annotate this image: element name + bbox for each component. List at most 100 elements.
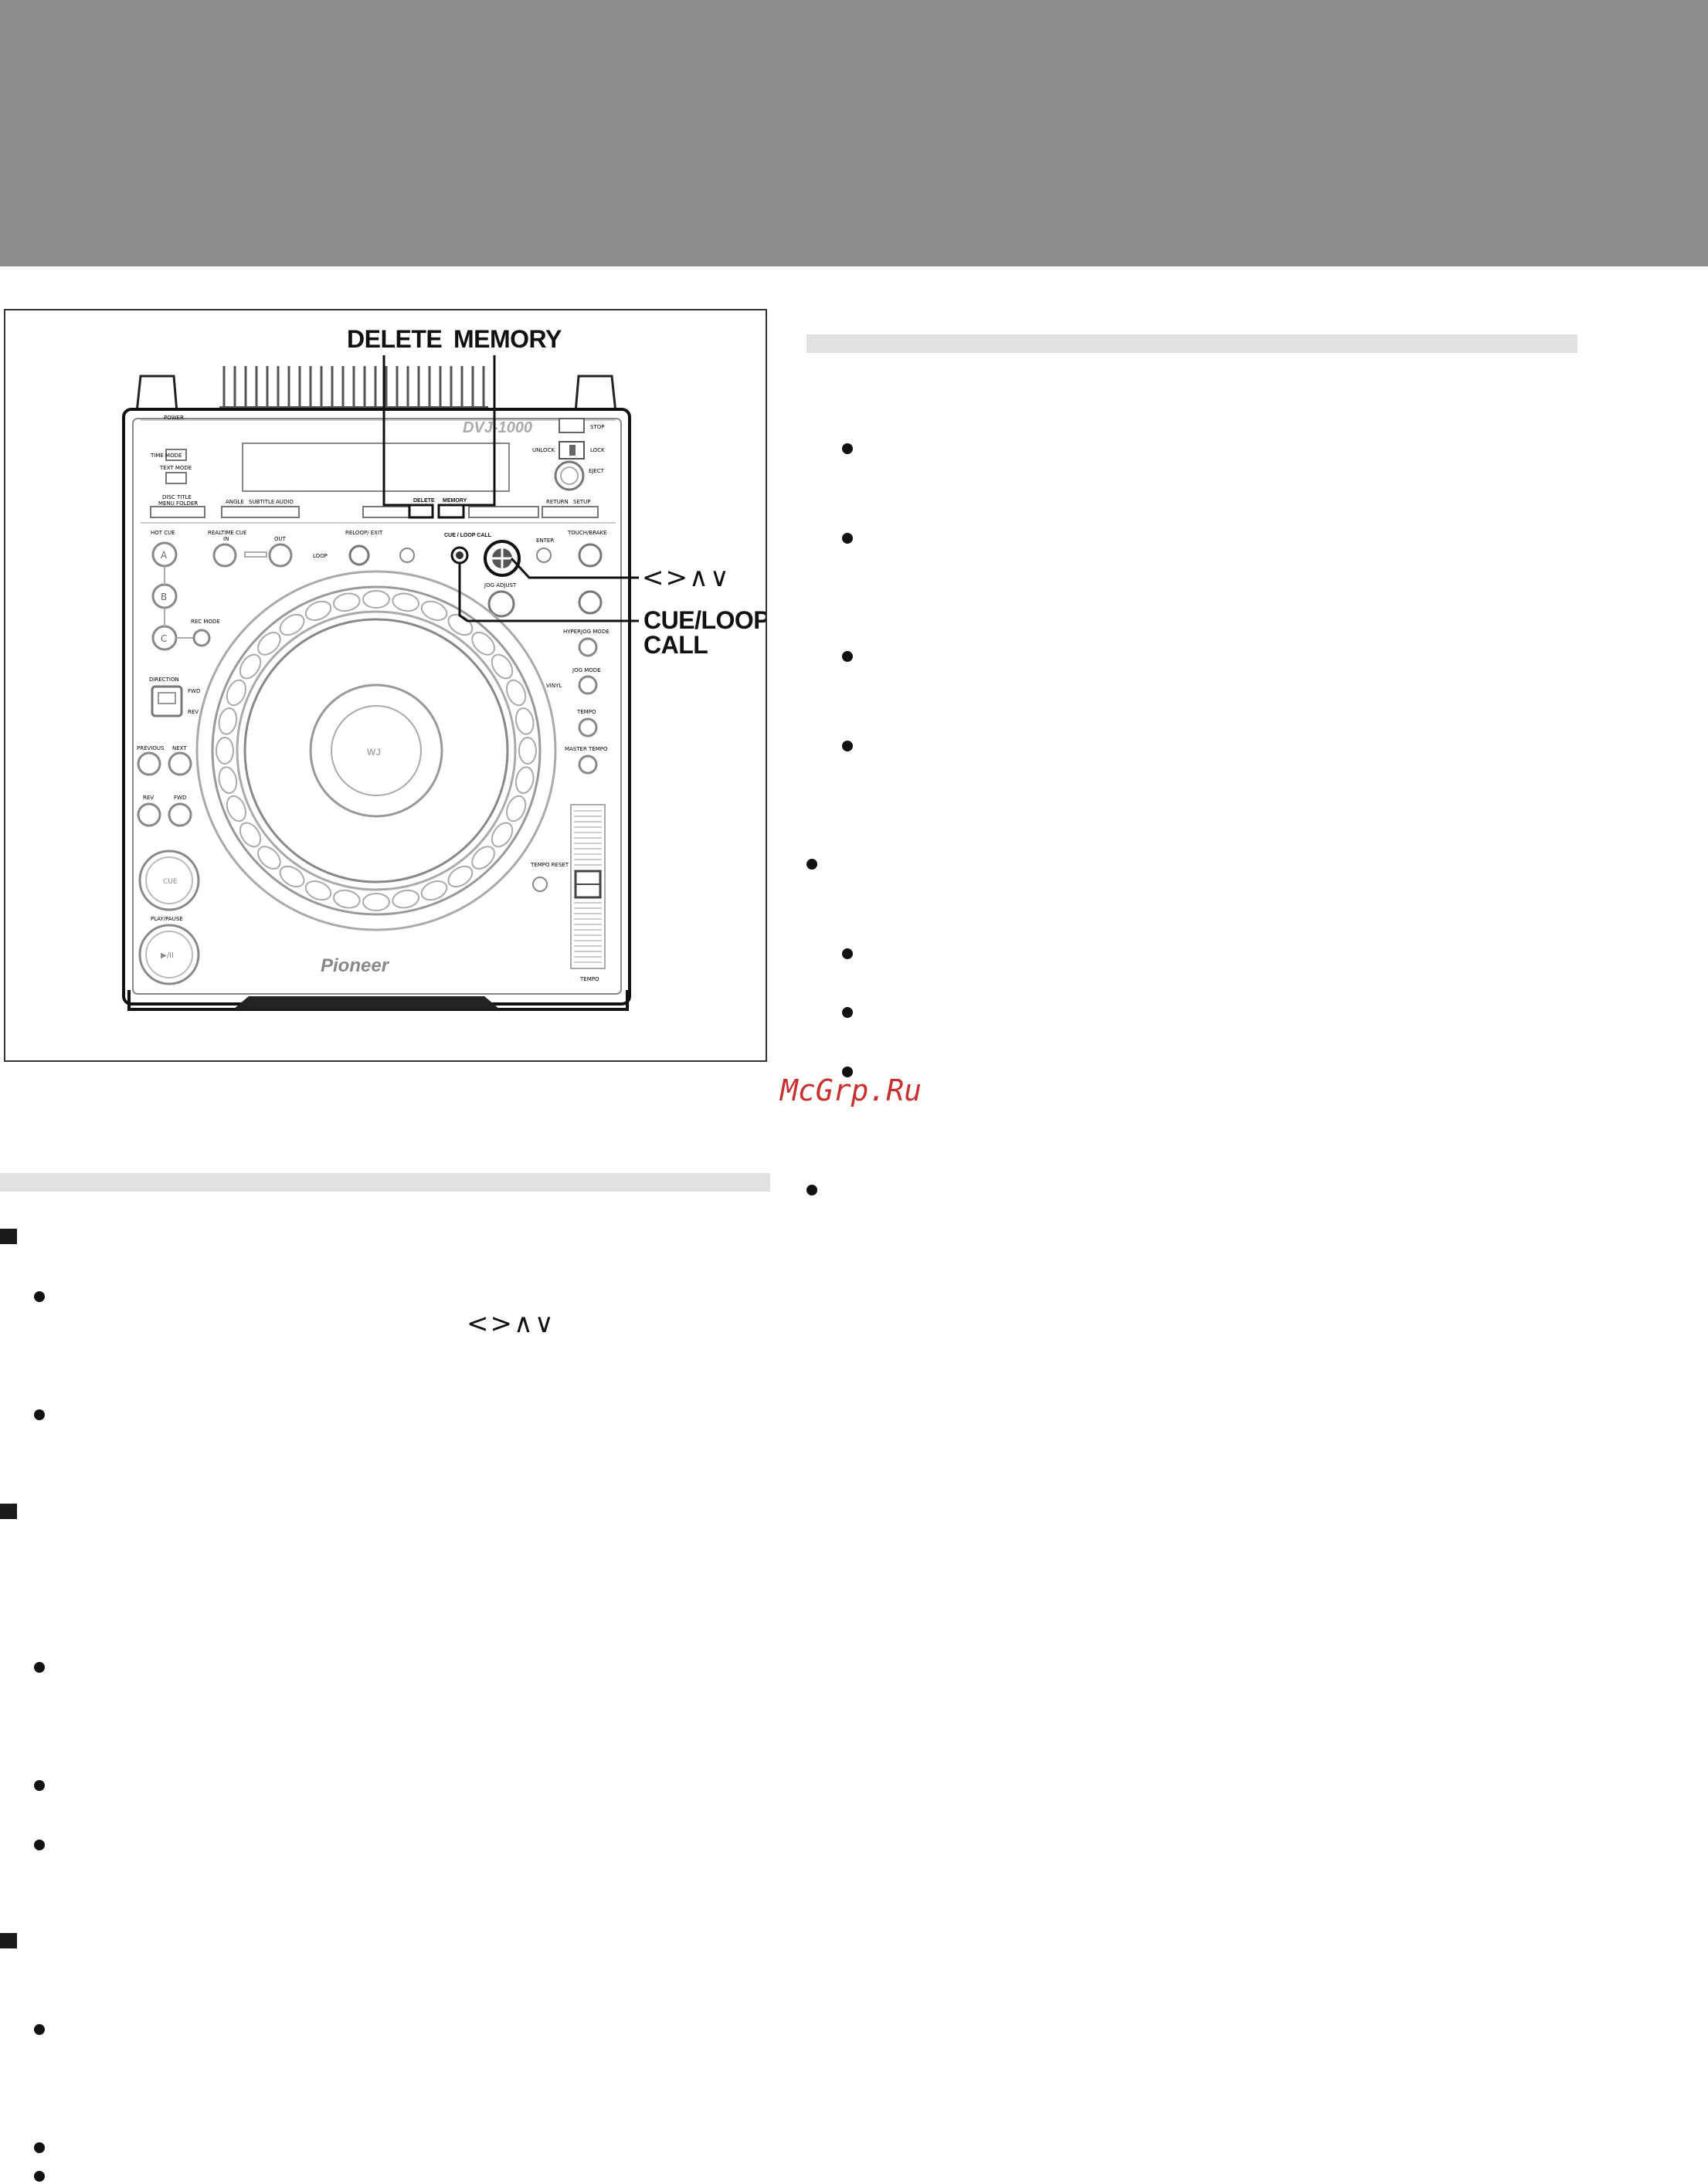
delete-button[interactable]	[408, 504, 434, 519]
stop-button[interactable]	[559, 418, 585, 433]
bullet	[842, 443, 853, 454]
label-vinyl: VINYL	[546, 683, 562, 689]
label-jog-mode: JOG MODE	[572, 667, 601, 673]
search-rev-button[interactable]	[137, 802, 161, 827]
label-unlock: UNLOCK	[532, 447, 555, 453]
label-menu-folder: MENU FOLDER	[158, 500, 198, 507]
cue-button[interactable]	[138, 850, 200, 911]
memory-button[interactable]	[437, 504, 465, 519]
label-angle: ANGLE	[226, 499, 244, 505]
dvj-1000-illustration: POWER DVJ-1000 STOP TIME MODE TEXT MODE …	[122, 355, 639, 1011]
previous-track-button[interactable]	[137, 751, 161, 776]
jog-ring-pad	[226, 795, 246, 822]
jog-ring-pad	[471, 846, 495, 870]
label-fwd: FWD	[188, 688, 200, 694]
tempo-reset-button[interactable]	[532, 877, 548, 892]
section-bar-right	[806, 334, 1577, 353]
label-rec-mode: REC MODE	[191, 619, 220, 625]
play-pause-button[interactable]	[138, 924, 200, 985]
label-loop: LOOP	[313, 553, 328, 559]
label-realtime-cue: REALTIME CUE	[208, 530, 246, 536]
jog-ring-pad	[279, 613, 305, 636]
reloop-exit-button[interactable]	[348, 544, 370, 566]
jog-mode-button[interactable]	[578, 675, 598, 695]
jog-center-logo: WJ	[367, 747, 381, 758]
jog-ring-pad	[239, 822, 262, 848]
callout-delete: DELETE	[347, 325, 443, 353]
jog-ring-pad	[514, 707, 535, 735]
label-hot-cue: HOT CUE	[151, 530, 175, 536]
label-power: POWER	[164, 415, 184, 421]
jog-adjust-knob[interactable]	[487, 590, 515, 618]
jog-ring-pad	[218, 766, 238, 795]
label-enter: ENTER	[536, 538, 554, 544]
label-disc-title: DISC TITLE	[162, 494, 192, 500]
label-memory-small: MEMORY	[443, 498, 467, 504]
master-tempo-button[interactable]	[578, 755, 598, 775]
callout-leader-lines	[382, 355, 639, 622]
jog-ring-pad	[304, 600, 332, 621]
time-mode-button[interactable]	[165, 449, 187, 461]
label-subtitle: SUBTITLE	[249, 499, 274, 505]
touch-brake-knob[interactable]	[578, 543, 603, 568]
label-tempo-bottom: TEMPO	[579, 976, 599, 982]
search-fwd-button[interactable]	[168, 802, 192, 827]
label-previous: PREVIOUS	[137, 745, 165, 751]
jog-ring-pad	[362, 590, 390, 609]
callout-memory: MEMORY	[453, 325, 562, 353]
label-search-rev: REV	[143, 795, 154, 801]
section-marker	[0, 1504, 17, 1519]
bullet	[842, 948, 853, 959]
label-stop: STOP	[590, 424, 604, 430]
loop-out-button[interactable]	[268, 543, 293, 568]
callout-cue-loop-call-line2: CALL	[643, 631, 708, 659]
label-cue-loop-call-small: CUE / LOOP CALL	[444, 533, 492, 538]
return-setup-buttons[interactable]	[542, 506, 599, 518]
label-lock: LOCK	[590, 447, 605, 453]
jog-ring-pad	[332, 889, 361, 909]
bullet	[842, 533, 853, 544]
jog-ring-pad	[332, 592, 361, 612]
jog-ring-pad	[506, 679, 527, 707]
section-marker	[0, 1933, 17, 1948]
rec-mode-button[interactable]	[192, 629, 211, 647]
bullet	[34, 1662, 45, 1673]
label-setup: SETUP	[573, 499, 591, 505]
bullet	[34, 2171, 45, 2182]
jog-ring-pad	[257, 632, 281, 656]
jog-ring-pad	[257, 846, 281, 870]
eject-button[interactable]	[554, 460, 585, 491]
bullet	[34, 1291, 45, 1302]
jog-ring-pad	[506, 795, 527, 822]
hyperjog-mode-button[interactable]	[578, 637, 598, 657]
label-return: RETURN	[546, 499, 569, 505]
bullet	[842, 1007, 853, 1018]
jog-ring-pad	[514, 766, 535, 795]
text-mode-button[interactable]	[165, 472, 187, 484]
bullet	[806, 1185, 817, 1195]
bullet	[842, 741, 853, 751]
tempo-range-button[interactable]	[578, 717, 598, 738]
lcd-display	[242, 443, 510, 492]
jog-ring-pad	[226, 679, 246, 707]
section-bar-left	[0, 1173, 770, 1192]
label-in: IN	[223, 536, 229, 542]
menu-folder-buttons[interactable]	[150, 506, 205, 518]
jog-wheel[interactable]: WJ	[195, 570, 557, 931]
label-tempo-reset: TEMPO RESET	[530, 862, 569, 868]
angle-subtitle-audio-buttons[interactable]	[221, 506, 300, 518]
inline-arrow-buttons: <>∧∨	[467, 1308, 555, 1339]
bullet	[34, 1840, 45, 1850]
tempo-fader[interactable]	[570, 804, 606, 969]
jog-ring-pad	[392, 592, 420, 612]
label-eject: EJECT	[589, 468, 605, 474]
callout-arrow-buttons: <>∧∨	[642, 562, 731, 593]
loop-in-button[interactable]	[212, 543, 237, 568]
jog-ring-pad	[392, 889, 420, 909]
enter-button[interactable]	[536, 548, 552, 563]
label-play-pause-glyph: ▶/II	[161, 951, 174, 960]
product-figure: POWER DVJ-1000 STOP TIME MODE TEXT MODE …	[4, 309, 767, 1062]
jog-ring-pad	[471, 632, 495, 656]
next-track-button[interactable]	[168, 751, 192, 776]
heat-sink-fins	[222, 366, 485, 411]
